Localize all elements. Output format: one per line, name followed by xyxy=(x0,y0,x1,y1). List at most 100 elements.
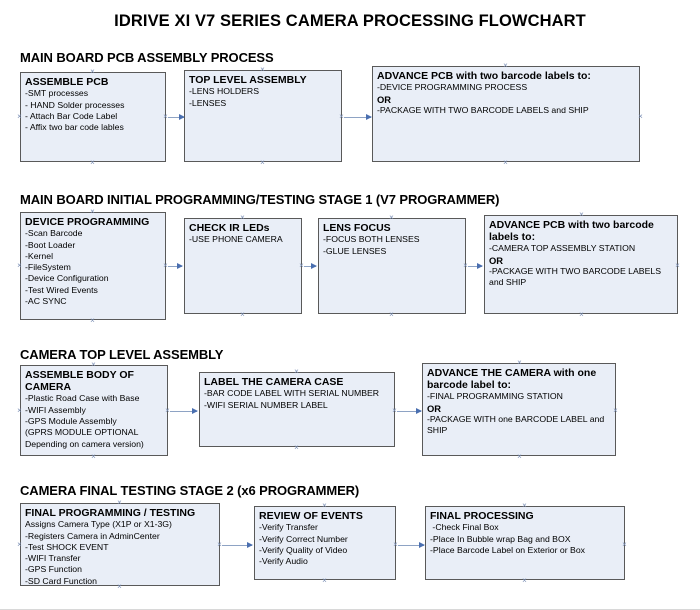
node-title: REVIEW OF EVENTS xyxy=(259,510,363,522)
node-line: -SD Card Function xyxy=(25,575,97,586)
node-lens-focus[interactable]: LENS FOCUS -FOCUS BOTH LENSES -GLUE LENS… xyxy=(318,218,466,314)
node-title: DEVICE PROGRAMMING xyxy=(25,216,150,228)
node-line: - Affix two bar code lables xyxy=(25,122,124,133)
connection-handle[interactable] xyxy=(89,68,96,75)
node-line: -GPS Module Assembly xyxy=(25,416,117,426)
connection-handle[interactable] xyxy=(259,66,266,73)
node-line: -WIFI Transfer xyxy=(25,553,81,564)
connector-review-of-events-to-final-processing xyxy=(398,542,425,548)
node-line: OR xyxy=(377,93,392,105)
node-title: FINAL PROCESSING xyxy=(430,510,534,522)
section-heading-camera-final-testing-stage-2: CAMERA FINAL TESTING STAGE 2 (x6 PROGRAM… xyxy=(20,483,360,498)
node-line: (GPRS MODULE OPTIONAL xyxy=(25,427,139,438)
node-title: ADVANCE PCB with two barcode labels to: xyxy=(489,219,657,244)
node-title: ADVANCE THE CAMERA with one barcode labe… xyxy=(427,367,600,392)
connection-handle[interactable] xyxy=(637,113,644,120)
node-advance-pcb-two-barcode-labels[interactable]: ADVANCE PCB with two barcode labels to: … xyxy=(372,66,640,162)
node-line: -Kernel xyxy=(25,250,54,261)
node-title: CHECK IR LEDs xyxy=(189,222,270,234)
connection-handle[interactable] xyxy=(621,541,628,548)
node-title: FINAL PROGRAMMING / TESTING xyxy=(25,507,196,519)
node-final-processing[interactable]: FINAL PROCESSING -Check Final Box -Place… xyxy=(425,506,625,580)
node-line: -Place In Bubble wrap Bag and BOX xyxy=(430,533,571,544)
node-review-of-events[interactable]: REVIEW OF EVENTS -Verify Transfer -Verif… xyxy=(254,506,396,580)
connection-handle[interactable] xyxy=(90,453,97,460)
connection-handle[interactable] xyxy=(521,577,528,584)
connection-handle[interactable] xyxy=(521,502,528,509)
connection-handle[interactable] xyxy=(239,214,246,221)
connection-handle[interactable] xyxy=(16,407,23,414)
connection-handle[interactable] xyxy=(502,62,509,69)
node-line: -Plastic Road Case with Base xyxy=(25,393,140,404)
connection-handle[interactable] xyxy=(578,211,585,218)
node-line: -FileSystem xyxy=(25,262,71,273)
connection-handle[interactable] xyxy=(16,262,23,269)
connector-final-programming-to-review-of-events xyxy=(222,542,253,548)
node-line: -Place Barcode Label on Exterior or Box xyxy=(430,544,586,555)
node-assemble-pcb[interactable]: ASSEMBLE PCB -SMT processes - HAND Solde… xyxy=(20,72,166,162)
connection-handle[interactable] xyxy=(516,359,523,366)
connection-handle[interactable] xyxy=(16,113,23,120)
connection-handle[interactable] xyxy=(612,407,619,414)
node-line: Depending on camera version) xyxy=(25,438,144,449)
node-line: -Verify Quality of Video xyxy=(259,544,348,555)
connection-handle[interactable] xyxy=(16,541,23,548)
node-line: -WIFI Assembly xyxy=(25,404,86,415)
node-line: -GLUE LENSES xyxy=(323,245,387,256)
connection-handle[interactable] xyxy=(388,214,395,221)
node-title: ADVANCE PCB with two barcode labels to: xyxy=(377,70,591,82)
node-label-the-camera-case[interactable]: LABEL THE CAMERA CASE -BAR CODE LABEL WI… xyxy=(199,372,395,447)
connection-handle[interactable] xyxy=(90,361,97,368)
node-advance-the-camera-one-barcode-label[interactable]: ADVANCE THE CAMERA with one barcode labe… xyxy=(422,363,616,456)
node-line: -PACKAGE WITH TWO BARCODE LABELS and SHI… xyxy=(489,266,664,288)
node-line: -Test Wired Events xyxy=(25,284,98,295)
node-line: -Verify Correct Number xyxy=(259,533,348,544)
connection-handle[interactable] xyxy=(293,444,300,451)
node-line: -DEVICE PROGRAMMING PROCESS xyxy=(377,82,528,93)
node-top-level-assembly[interactable]: TOP LEVEL ASSEMBLY -LENS HOLDERS -LENSES xyxy=(184,70,342,162)
connection-handle[interactable] xyxy=(388,311,395,318)
node-line: - Attach Bar Code Label xyxy=(25,110,118,121)
node-line: - HAND Solder processes xyxy=(25,99,125,110)
connection-handle[interactable] xyxy=(578,311,585,318)
connection-handle[interactable] xyxy=(674,262,681,269)
connection-handle[interactable] xyxy=(259,159,266,166)
connection-handle[interactable] xyxy=(321,577,328,584)
node-advance-pcb-camera-top-assembly[interactable]: ADVANCE PCB with two barcode labels to: … xyxy=(484,215,678,314)
connection-handle[interactable] xyxy=(89,159,96,166)
node-line: -PACKAGE WITH TWO BARCODE LABELS and SHI… xyxy=(377,104,589,115)
connection-handle[interactable] xyxy=(293,368,300,375)
node-final-programming-testing[interactable]: FINAL PROGRAMMING / TESTING Assigns Came… xyxy=(20,503,220,586)
connector-top-level-assembly-to-advance-pcb xyxy=(344,114,372,120)
connection-handle[interactable] xyxy=(502,159,509,166)
node-line: -Scan Barcode xyxy=(25,228,83,239)
node-line: -Verify Transfer xyxy=(259,522,318,533)
node-line: -Check Final Box xyxy=(430,522,499,533)
node-device-programming[interactable]: DEVICE PROGRAMMING -Scan Barcode -Boot L… xyxy=(20,212,166,320)
node-line: -Verify Audio xyxy=(259,556,308,567)
node-line: -Test SHOCK EVENT xyxy=(25,541,109,552)
section-heading-main-board-pcb-assembly-process: MAIN BOARD PCB ASSEMBLY PROCESS xyxy=(20,50,274,65)
section-heading-camera-top-level-assembly: CAMERA TOP LEVEL ASSEMBLY xyxy=(20,347,224,362)
node-line: -LENSES xyxy=(189,97,227,108)
node-title: LABEL THE CAMERA CASE xyxy=(204,376,344,388)
node-line: -PACKAGE WITH one BARCODE LABEL and SHIP xyxy=(427,414,607,436)
connection-handle[interactable] xyxy=(321,502,328,509)
connector-lens-focus-to-advance-pcb xyxy=(468,263,483,269)
connection-handle[interactable] xyxy=(116,499,123,506)
node-check-ir-leds[interactable]: CHECK IR LEDs -USE PHONE CAMERA xyxy=(184,218,302,314)
connection-handle[interactable] xyxy=(89,317,96,324)
connector-check-ir-leds-to-lens-focus xyxy=(304,263,317,269)
node-assemble-body-of-camera[interactable]: ASSEMBLE BODY OF CAMERA -Plastic Road Ca… xyxy=(20,365,168,456)
connection-handle[interactable] xyxy=(89,208,96,215)
connector-device-programming-to-check-ir-leds xyxy=(168,263,183,269)
connection-handle[interactable] xyxy=(116,583,123,590)
node-line: -SMT processes xyxy=(25,88,89,99)
node-line: -Boot Loader xyxy=(25,239,76,250)
connection-handle[interactable] xyxy=(239,311,246,318)
node-title: TOP LEVEL ASSEMBLY xyxy=(189,74,307,86)
connection-handle[interactable] xyxy=(516,453,523,460)
node-title: ASSEMBLE BODY OF CAMERA xyxy=(25,369,137,394)
node-line: -GPS Function xyxy=(25,564,82,575)
